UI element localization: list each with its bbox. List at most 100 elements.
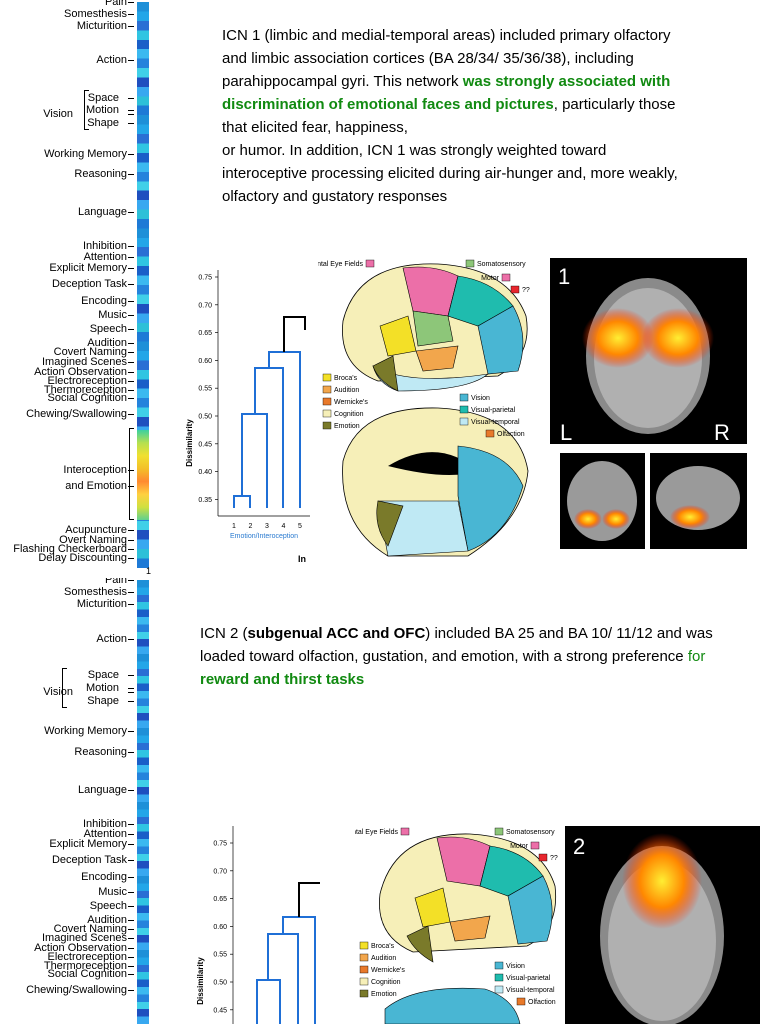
- y-tick-label: 0.45: [213, 1007, 227, 1014]
- sidebar-label: Reasoning: [74, 746, 127, 758]
- sidebar-label: Overt Naming: [59, 534, 127, 546]
- icn1-text-line2: or humor. In addition, ICN 1 was strongl…: [222, 142, 678, 205]
- sidebar-label: Flashing Checkerboard: [13, 543, 127, 555]
- sidebar-label: Somesthesis: [64, 8, 127, 20]
- sidebar-label: Attention: [83, 251, 127, 263]
- sidebar-label: Explicit Memory: [49, 262, 127, 274]
- icn2-description: ICN 2 (subgenual ACC and OFC) included B…: [200, 622, 730, 691]
- legend-label: ??: [550, 855, 558, 862]
- icn1-text-after: , particularly those that elicited fear,…: [222, 96, 676, 136]
- icn2-text-b: ) included BA 25 and BA 10/ 11/12 and wa…: [200, 625, 713, 665]
- sidebar-label: Social Cognition: [47, 392, 128, 404]
- y-tick-label: 0.40: [198, 469, 212, 476]
- sidebar-label: Reasoning: [74, 168, 127, 180]
- sidebar-label: Acupuncture: [65, 524, 127, 536]
- sidebar-label: Imagined Scenes: [42, 932, 127, 944]
- scan-number: 2: [573, 834, 585, 859]
- sidebar-label: Inhibition: [82, 240, 127, 252]
- sidebar-label: Chewing/Swallowing: [26, 408, 127, 420]
- corner-label: In: [298, 554, 306, 564]
- sidebar-label: Covert Naming: [53, 923, 127, 935]
- sidebar-label: Speech: [89, 323, 127, 335]
- y-tick-label: 0.50: [213, 980, 227, 987]
- sidebar-label: Social Cognition: [47, 968, 128, 980]
- y-axis-label: Dissimilarity: [196, 957, 205, 1005]
- y-tick-label: 0.50: [198, 414, 212, 421]
- brain-scan-sagittal: [650, 453, 747, 549]
- sidebar-label: Deception Task: [51, 278, 127, 290]
- sidebar-label: Shape: [87, 117, 119, 129]
- x-tick-label: 1: [232, 523, 236, 530]
- sidebar-label: Somesthesis: [64, 586, 127, 598]
- y-tick-label: 0.75: [198, 275, 212, 282]
- y-tick-label: 0.75: [213, 841, 227, 848]
- sidebar-label: Micturition: [76, 20, 127, 32]
- icn2-text-bold: subgenual ACC and OFC: [247, 625, 426, 642]
- sidebar-label: Speech: [89, 900, 127, 912]
- dendrogram-figure: Dissimilarity 0.75 0.70 0.65 0.60 0.55 0.50 0.…: [195, 826, 330, 1024]
- loading-heatmap-bar: [137, 2, 149, 568]
- legend-label: Audition: [334, 387, 359, 394]
- sidebar-label: Motion: [85, 104, 119, 116]
- legend-label: Cognition: [371, 979, 401, 986]
- sidebar-label: Vision: [43, 686, 73, 698]
- sidebar-label: Space: [87, 669, 119, 681]
- sidebar-label: Action: [96, 633, 127, 645]
- y-tick-label: 0.65: [213, 896, 227, 903]
- legend-label: Broca's: [371, 943, 395, 950]
- sidebar-label: Delay Discounting: [38, 552, 127, 564]
- sidebar-label: Music: [98, 309, 127, 321]
- sidebar-label: Electroreception: [47, 375, 128, 387]
- sidebar-label: Pain: [104, 0, 127, 8]
- sidebar-label: Audition: [87, 914, 127, 926]
- legend-label: Wernicke's: [334, 399, 368, 406]
- sidebar-label: Space: [87, 92, 119, 104]
- sidebar-label: Explicit Memory: [49, 838, 127, 850]
- sidebar-label: Shape: [87, 695, 119, 707]
- sidebar-label: Working Memory: [44, 725, 127, 737]
- dendrogram-svg: Dissimilarity 0.750.700.650.600.550.500.…: [185, 270, 310, 564]
- legend-label: Cognition: [334, 411, 364, 418]
- sidebar-label: Language: [78, 206, 127, 218]
- y-tick-label: 0.45: [198, 441, 212, 448]
- y-tick-label: 0.60: [213, 924, 227, 931]
- brain-scan-coronal: [560, 453, 645, 549]
- icn2-text-a: ICN 2 (: [200, 625, 248, 642]
- sidebar-label: Attention: [83, 828, 127, 840]
- sidebar-label: Audition: [87, 337, 127, 349]
- legend-label: ??: [522, 287, 530, 294]
- sidebar-label: Inhibition: [82, 818, 127, 830]
- brain-map-svg: Frontal Eye FieldsSomatosensoryMotor??Br…: [355, 827, 558, 1024]
- sidebar-label: and Emotion: [65, 480, 127, 492]
- legend-label: Frontal Eye Fields: [318, 261, 363, 268]
- sidebar-label: Micturition: [76, 598, 127, 610]
- sidebar-label: Imagined Scenes: [42, 356, 127, 368]
- legend-label: Broca's: [334, 375, 358, 382]
- legend-label: Audition: [371, 955, 396, 962]
- brain-scan-axial: 1 L R: [550, 258, 747, 444]
- icn2-text-for: for: [687, 648, 706, 665]
- scan-right-marker: R: [714, 420, 730, 444]
- brodmann-brain-map: Frontal Eye FieldsSomatosensoryMotor??Br…: [355, 824, 565, 1024]
- y-tick-label: 0.70: [213, 868, 227, 875]
- heatbar-scale-label: 1: [146, 566, 152, 576]
- sidebar-label: Thermoreception: [43, 960, 127, 972]
- sidebar-label: Deception Task: [51, 854, 127, 866]
- legend-label: Visual-temporal: [471, 419, 520, 426]
- legend-label: Motor: [481, 275, 500, 282]
- y-tick-label: 0.55: [198, 386, 212, 393]
- brain-scan-axial: 2: [565, 826, 760, 1024]
- legend-label: Somatosensory: [477, 261, 526, 268]
- dendrogram-branches: [233, 351, 301, 508]
- y-tick-label: 0.55: [213, 952, 227, 959]
- dendrogram-svg: Dissimilarity 0.75 0.70 0.65 0.60 0.55 0.50 0.…: [196, 826, 320, 1024]
- sidebar-label: Vision: [43, 108, 73, 120]
- legend-label: Motor: [510, 843, 529, 850]
- sidebar-label: Interoception: [63, 464, 127, 476]
